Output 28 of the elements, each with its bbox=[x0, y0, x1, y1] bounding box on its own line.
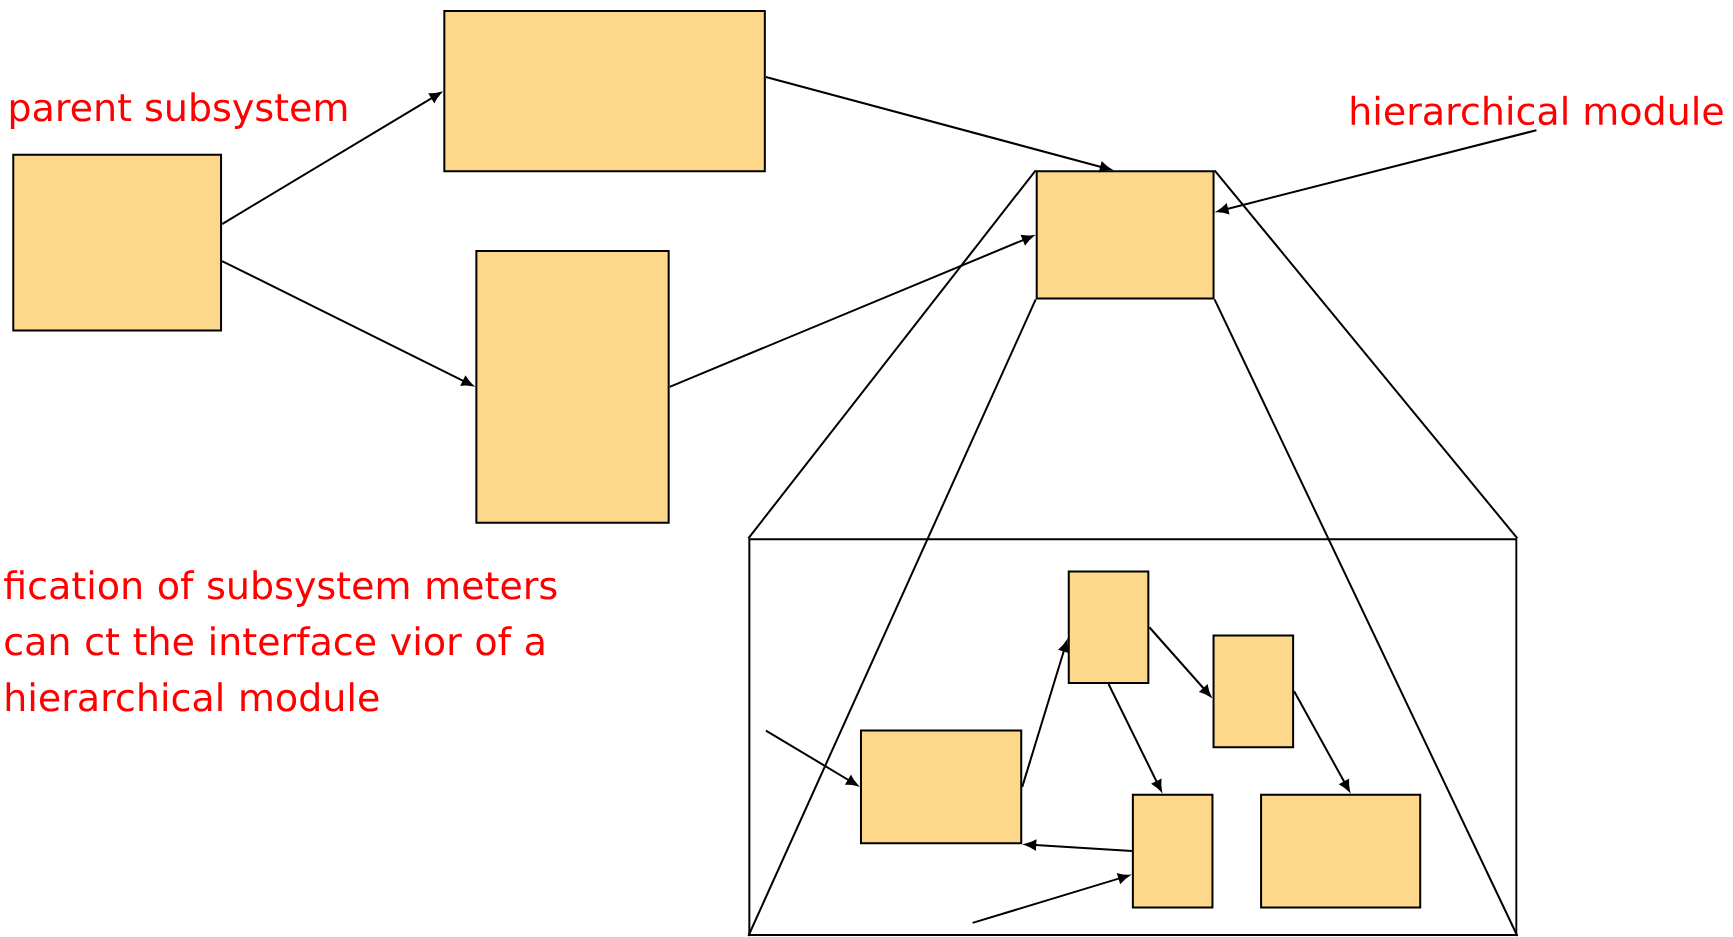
box-heading: parent subsystem bbox=[10, 92, 347, 129]
arrow bbox=[764, 75, 1112, 172]
box bbox=[1212, 634, 1295, 748]
arrow bbox=[971, 873, 1130, 924]
box bbox=[859, 729, 1023, 845]
box bbox=[443, 9, 766, 173]
projection-line bbox=[1213, 298, 1519, 937]
box bbox=[1035, 170, 1215, 300]
arrow bbox=[668, 234, 1034, 388]
arrow bbox=[1024, 839, 1133, 852]
projection-line bbox=[747, 298, 1037, 937]
projection-line bbox=[1213, 169, 1519, 540]
note-text: fication of subsystem meters can ct the interface vior of a hierarchical module bbox=[4, 570, 557, 712]
arrow bbox=[221, 260, 474, 387]
box bbox=[1067, 570, 1150, 684]
arrow bbox=[1148, 626, 1212, 697]
callout-text: hierarchical module bbox=[1351, 95, 1723, 126]
arrow bbox=[221, 91, 442, 225]
arrow bbox=[1107, 682, 1162, 792]
projection-line bbox=[747, 169, 1037, 540]
arrow bbox=[764, 729, 858, 786]
box bbox=[1260, 793, 1422, 909]
box bbox=[475, 249, 670, 524]
box bbox=[1131, 793, 1214, 909]
arrow bbox=[1021, 640, 1069, 788]
arrow bbox=[1293, 690, 1350, 792]
leader-line bbox=[1217, 129, 1538, 214]
box bbox=[748, 538, 1518, 936]
